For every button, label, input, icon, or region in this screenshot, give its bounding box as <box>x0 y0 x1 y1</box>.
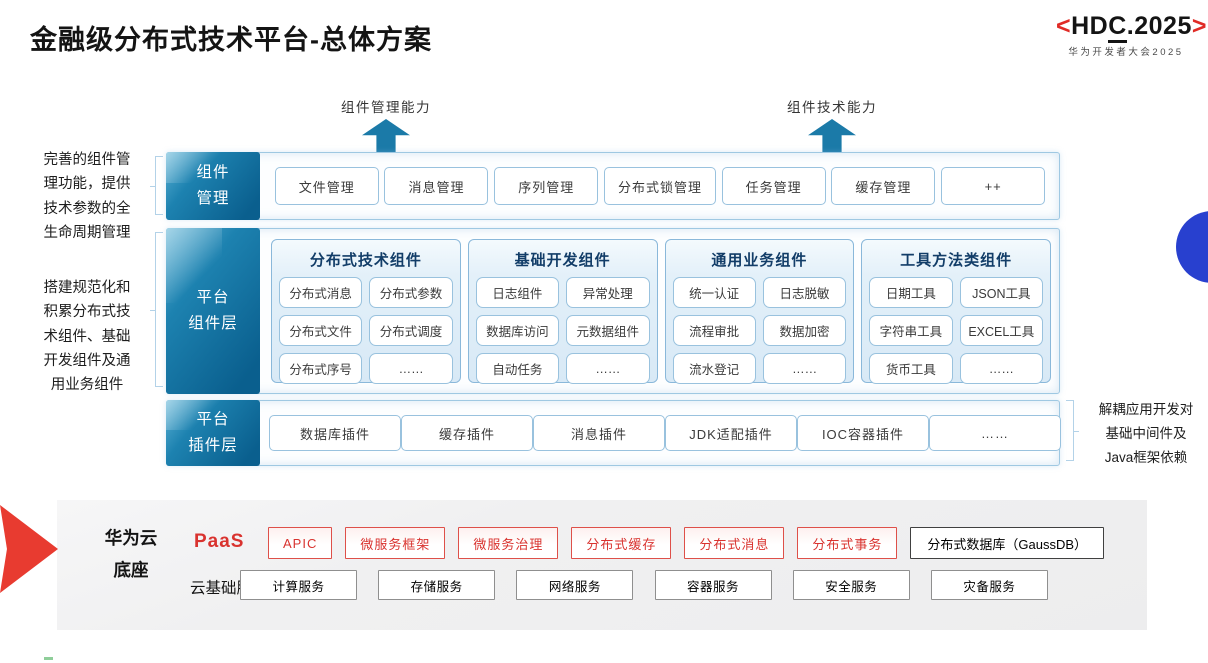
management-chip: 任务管理 <box>721 167 826 205</box>
hdc-logo-subtitle: 华为开发者大会2025 <box>1068 47 1184 58</box>
column-title: 基础开发组件 <box>514 252 611 269</box>
component-chip: 自动任务 <box>475 353 560 384</box>
plugin-note: 解耦应用开发对 基础中间件及 Java框架依赖 <box>1098 402 1194 466</box>
component-chip: JSON工具 <box>959 277 1043 308</box>
column-grid: 分布式消息分布式参数分布式文件分布式调度分布式序号…… <box>279 277 453 384</box>
component-chip: …… <box>566 353 650 384</box>
cloud-chip: 存储服务 <box>378 570 496 600</box>
hdc-logo-text: <HDC.2025> <box>1056 12 1206 43</box>
component-chip: 货币工具 <box>869 353 953 384</box>
logo-right-angle: > <box>1191 12 1207 40</box>
component-column: 通用业务组件 统一认证日志脱敏流程审批数据加密流水登记…… <box>664 239 855 384</box>
component-chip: EXCEL工具 <box>959 315 1043 346</box>
paas-chip: 微服务治理 <box>458 527 559 559</box>
platform-component-row: 平台 组件层 分布式技术组件 分布式消息分布式参数分布式文件分布式调度分布式序号… <box>166 228 1060 394</box>
paas-chip: APIC <box>268 527 333 559</box>
component-chip: 异常处理 <box>566 277 650 308</box>
component-chip: 分布式消息 <box>279 277 363 308</box>
capability-management: 组件管理能力 <box>316 96 456 156</box>
plugin-chip: JDK适配插件 <box>665 415 797 451</box>
paas-red-chips: APIC 微服务框架微服务治理分布式缓存分布式消息分布式事务 <box>268 527 898 559</box>
column-title: 工具方法类组件 <box>900 252 1013 269</box>
hdc-logo: <HDC.2025> 华为开发者大会2025 <box>1056 12 1206 58</box>
page-title: 金融级分布式技术平台-总体方案 <box>30 25 432 55</box>
plugin-chip: 消息插件 <box>533 415 665 451</box>
cloud-service-items: 计算服务存储服务网络服务容器服务安全服务灾备服务 <box>240 570 1048 600</box>
component-chip: 字符串工具 <box>869 315 953 346</box>
management-chip: ++ <box>941 167 1046 205</box>
blue-circle-decoration <box>1176 211 1208 283</box>
management-chip: 缓存管理 <box>831 167 936 205</box>
cloud-chip: 容器服务 <box>654 570 772 600</box>
paas-label: PaaS <box>194 531 245 552</box>
component-chip: 分布式调度 <box>369 315 453 346</box>
paas-items: APIC 微服务框架微服务治理分布式缓存分布式消息分布式事务 分布式数据库（Gau… <box>268 527 1105 559</box>
row-label-component-mgmt: 组件 管理 <box>166 152 260 220</box>
management-chip: 序列管理 <box>494 167 599 205</box>
small-green-mark <box>44 657 53 660</box>
paas-chip: 微服务框架 <box>345 527 446 559</box>
row-label-plugins: 平台 插件层 <box>166 400 260 466</box>
cloud-chip: 网络服务 <box>516 570 634 600</box>
component-chip: 数据加密 <box>762 315 847 346</box>
column-title: 分布式技术组件 <box>309 252 422 269</box>
cloud-chip: 灾备服务 <box>930 570 1048 600</box>
logo-left-angle: < <box>1056 12 1072 40</box>
component-chip: 分布式序号 <box>279 353 363 384</box>
component-column: 分布式技术组件 分布式消息分布式参数分布式文件分布式调度分布式序号…… <box>271 239 461 384</box>
management-chip: 文件管理 <box>274 167 379 205</box>
component-column: 基础开发组件 日志组件异常处理数据库访问元数据组件自动任务…… <box>467 239 658 384</box>
component-chip: 日志脱敏 <box>762 277 847 308</box>
component-chip: 分布式文件 <box>279 315 363 346</box>
component-columns: 分布式技术组件 分布式消息分布式参数分布式文件分布式调度分布式序号…… 基础开发… <box>261 229 1059 393</box>
component-chip: 数据库访问 <box>475 315 560 346</box>
plugin-chip: …… <box>929 415 1061 451</box>
plugin-chip: 数据库插件 <box>269 415 401 451</box>
platform-note: 搭建规范化和 积累分布式技 术组件、基础 开发组件及通 用业务组件 <box>43 280 131 394</box>
component-mgmt-items: 文件管理消息管理序列管理分布式锁管理任务管理缓存管理++ <box>261 153 1059 219</box>
component-chip: …… <box>369 353 453 384</box>
red-arrow-icon <box>0 505 58 593</box>
capability-label: 组件管理能力 <box>341 100 431 115</box>
paas-chip: 分布式消息 <box>684 527 785 559</box>
paas-chip: 分布式缓存 <box>571 527 672 559</box>
right-bracket <box>1066 400 1079 461</box>
component-chip: 流程审批 <box>672 315 756 346</box>
row-label-platform-components: 平台 组件层 <box>166 228 260 394</box>
component-mgmt-row: 组件 管理 文件管理消息管理序列管理分布式锁管理任务管理缓存管理++ <box>166 152 1060 220</box>
up-arrow-icon <box>808 119 856 156</box>
component-chip: 元数据组件 <box>566 315 650 346</box>
capability-technology: 组件技术能力 <box>762 96 902 156</box>
column-grid: 统一认证日志脱敏流程审批数据加密流水登记…… <box>672 277 847 384</box>
component-chip: 流水登记 <box>672 353 756 384</box>
column-title: 通用业务组件 <box>711 252 808 269</box>
left-bracket <box>150 232 163 387</box>
foundation-label: 华为云 底座 <box>104 528 158 580</box>
management-chip: 分布式锁管理 <box>603 167 716 205</box>
capability-label: 组件技术能力 <box>787 100 877 115</box>
component-chip: 统一认证 <box>672 277 756 308</box>
component-chip: 日志组件 <box>475 277 560 308</box>
component-chip: 分布式参数 <box>369 277 453 308</box>
huawei-cloud-foundation <box>57 500 1147 630</box>
component-mgmt-note: 完善的组件管 理功能，提供 技术参数的全 生命周期管理 <box>43 152 131 242</box>
logo-underlined-c: C <box>1108 12 1127 43</box>
cloud-chip: 计算服务 <box>240 570 357 600</box>
plugin-chip: 缓存插件 <box>401 415 533 451</box>
gaussdb-chip: 分布式数据库（GaussDB） <box>910 527 1105 559</box>
cloud-chip: 安全服务 <box>792 570 910 600</box>
component-chip: …… <box>762 353 847 384</box>
component-chip: …… <box>959 353 1043 384</box>
management-chip: 消息管理 <box>384 167 489 205</box>
paas-chip: 分布式事务 <box>797 527 898 559</box>
column-grid: 日志组件异常处理数据库访问元数据组件自动任务…… <box>475 277 650 384</box>
up-arrow-icon <box>362 119 410 156</box>
left-bracket <box>150 156 163 215</box>
component-chip: 日期工具 <box>869 277 953 308</box>
plugin-chip: IOC容器插件 <box>797 415 929 451</box>
